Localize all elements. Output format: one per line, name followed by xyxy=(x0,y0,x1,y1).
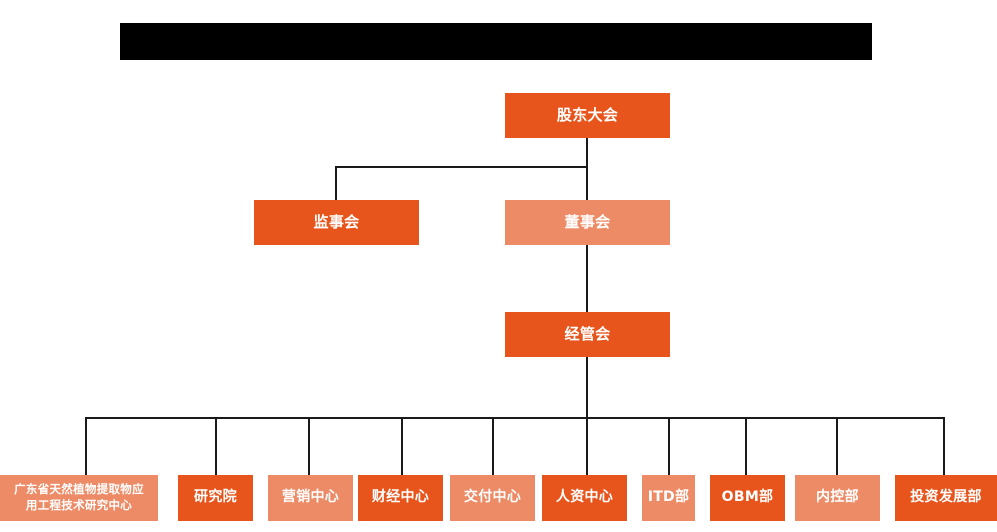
connector-c-l4-d6 xyxy=(586,417,588,475)
org-node-marketing-center[interactable]: 营销中心 xyxy=(268,475,353,521)
connector-c-l4-d8 xyxy=(745,417,747,475)
connector-c-l4-d9 xyxy=(836,417,838,475)
connector-c-l4-d1 xyxy=(85,417,87,475)
org-node-shareholders-meeting[interactable]: 股东大会 xyxy=(505,93,670,138)
org-node-label-management-committee: 经管会 xyxy=(564,325,611,344)
connector-c-l4-d5 xyxy=(492,417,494,475)
redacted-title-bar xyxy=(120,23,872,60)
org-node-label-hr-center: 人资中心 xyxy=(555,489,614,506)
org-node-hr-center[interactable]: 人资中心 xyxy=(542,475,627,521)
org-node-label-investment-development-department: 投资发展部 xyxy=(910,489,982,506)
org-node-board-of-directors[interactable]: 董事会 xyxy=(505,200,670,245)
org-node-label-delivery-center: 交付中心 xyxy=(463,489,522,506)
org-node-label-board-of-supervisors: 监事会 xyxy=(313,213,360,232)
org-node-itd-department[interactable]: ITD部 xyxy=(642,475,695,521)
org-node-investment-development-department[interactable]: 投资发展部 xyxy=(895,475,997,521)
connector-c-l4-bus xyxy=(85,417,943,419)
org-node-delivery-center[interactable]: 交付中心 xyxy=(450,475,535,521)
connector-c-l4-d7 xyxy=(668,417,670,475)
org-node-research-institute[interactable]: 研究院 xyxy=(178,475,253,521)
org-node-label-board-of-directors: 董事会 xyxy=(564,213,611,232)
org-node-internal-control-department[interactable]: 内控部 xyxy=(795,475,880,521)
org-node-label-shareholders-meeting: 股东大会 xyxy=(556,106,619,125)
connector-c-l2-supervisors xyxy=(335,166,337,200)
org-node-label-obm-department: OBM部 xyxy=(721,489,774,506)
connector-c-l4-d4 xyxy=(401,417,403,475)
connector-c-l4-d3 xyxy=(308,417,310,475)
org-node-management-committee[interactable]: 经管会 xyxy=(505,312,670,357)
org-node-label-marketing-center: 营销中心 xyxy=(281,489,340,506)
connector-c-l4-d2 xyxy=(215,417,217,475)
connector-c-l1-down xyxy=(586,138,588,167)
connector-c-l3-to-bus xyxy=(586,357,588,418)
connector-c-l2-bus xyxy=(335,166,587,168)
org-node-label-research-institute: 研究院 xyxy=(194,489,237,506)
org-node-label-finance-center: 财经中心 xyxy=(371,489,430,506)
connector-c-l4-d10 xyxy=(943,417,945,475)
org-node-label-guangdong-research-center: 广东省天然植物提取物应 用工程技术研究中心 xyxy=(14,482,144,512)
connector-c-l2-to-l3 xyxy=(586,245,588,312)
connector-c-l2-directors xyxy=(586,166,588,200)
org-node-label-internal-control-department: 内控部 xyxy=(816,489,859,506)
org-node-obm-department[interactable]: OBM部 xyxy=(710,475,785,521)
org-node-guangdong-research-center[interactable]: 广东省天然植物提取物应 用工程技术研究中心 xyxy=(0,475,158,521)
org-node-board-of-supervisors[interactable]: 监事会 xyxy=(254,200,419,245)
org-node-finance-center[interactable]: 财经中心 xyxy=(358,475,443,521)
org-node-label-itd-department: ITD部 xyxy=(647,489,690,506)
